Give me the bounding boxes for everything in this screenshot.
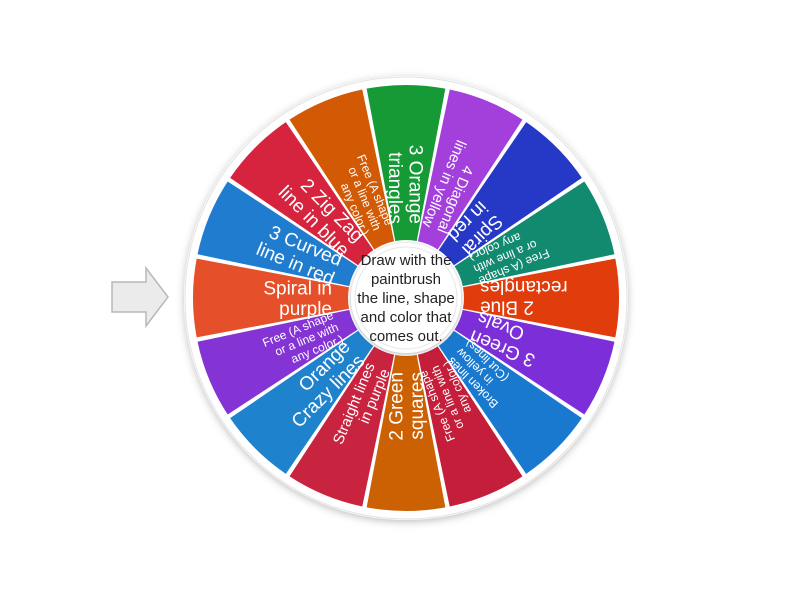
wheel-segment [197, 309, 358, 415]
wheel-segment [230, 330, 374, 474]
segment-label-line: rectangles [480, 276, 568, 297]
segment-label-line: 2 Green [386, 372, 407, 441]
svg-text:2 Bluerectangles: 2 Bluerectangles [480, 276, 568, 318]
svg-text:2 Greensquares: 2 Greensquares [386, 372, 428, 441]
wheel-segment [454, 309, 615, 415]
segment-label-line: triangles [384, 152, 405, 224]
wheel-segment [438, 330, 582, 474]
wheel-segment [454, 181, 615, 287]
center-text-line: comes out. [369, 328, 442, 345]
wheel-segment [417, 346, 523, 507]
wheel-segment [366, 355, 446, 511]
segment-label-line: squares [407, 372, 428, 440]
wheel-segment [289, 89, 395, 250]
center-text-line: and color that [361, 309, 453, 326]
segment-label-line: 2 Blue [480, 297, 534, 318]
wheel-segment [463, 258, 619, 338]
wheel-segment [438, 122, 582, 266]
segment-label-line: 3 Orange [405, 145, 426, 224]
segment-label-line: Spiral in [263, 278, 332, 299]
center-text-line: Draw with the [361, 252, 452, 269]
pointer-arrow-icon [111, 265, 169, 329]
center-text-line: paintbrush [371, 271, 441, 288]
wheel-segment [197, 181, 358, 287]
segment-label: 2 Greensquares [386, 372, 428, 441]
wheel-segment [193, 258, 349, 338]
wheel-segment [230, 122, 374, 266]
segment-label-line: purple [279, 299, 332, 320]
segment-label: 2 Bluerectangles [480, 276, 568, 318]
wheel-center-instructions: Draw with the paintbrush the line, shape an… [357, 252, 455, 345]
wheel-segment [289, 346, 395, 507]
wheel-segment [417, 89, 523, 250]
svg-text:3 Orangetriangles: 3 Orangetriangles [384, 145, 426, 224]
wheel-segments [193, 85, 619, 511]
segment-label: 3 Orangetriangles [384, 145, 426, 224]
wheel-segment [366, 85, 446, 241]
center-text-line: the line, shape [357, 290, 455, 307]
